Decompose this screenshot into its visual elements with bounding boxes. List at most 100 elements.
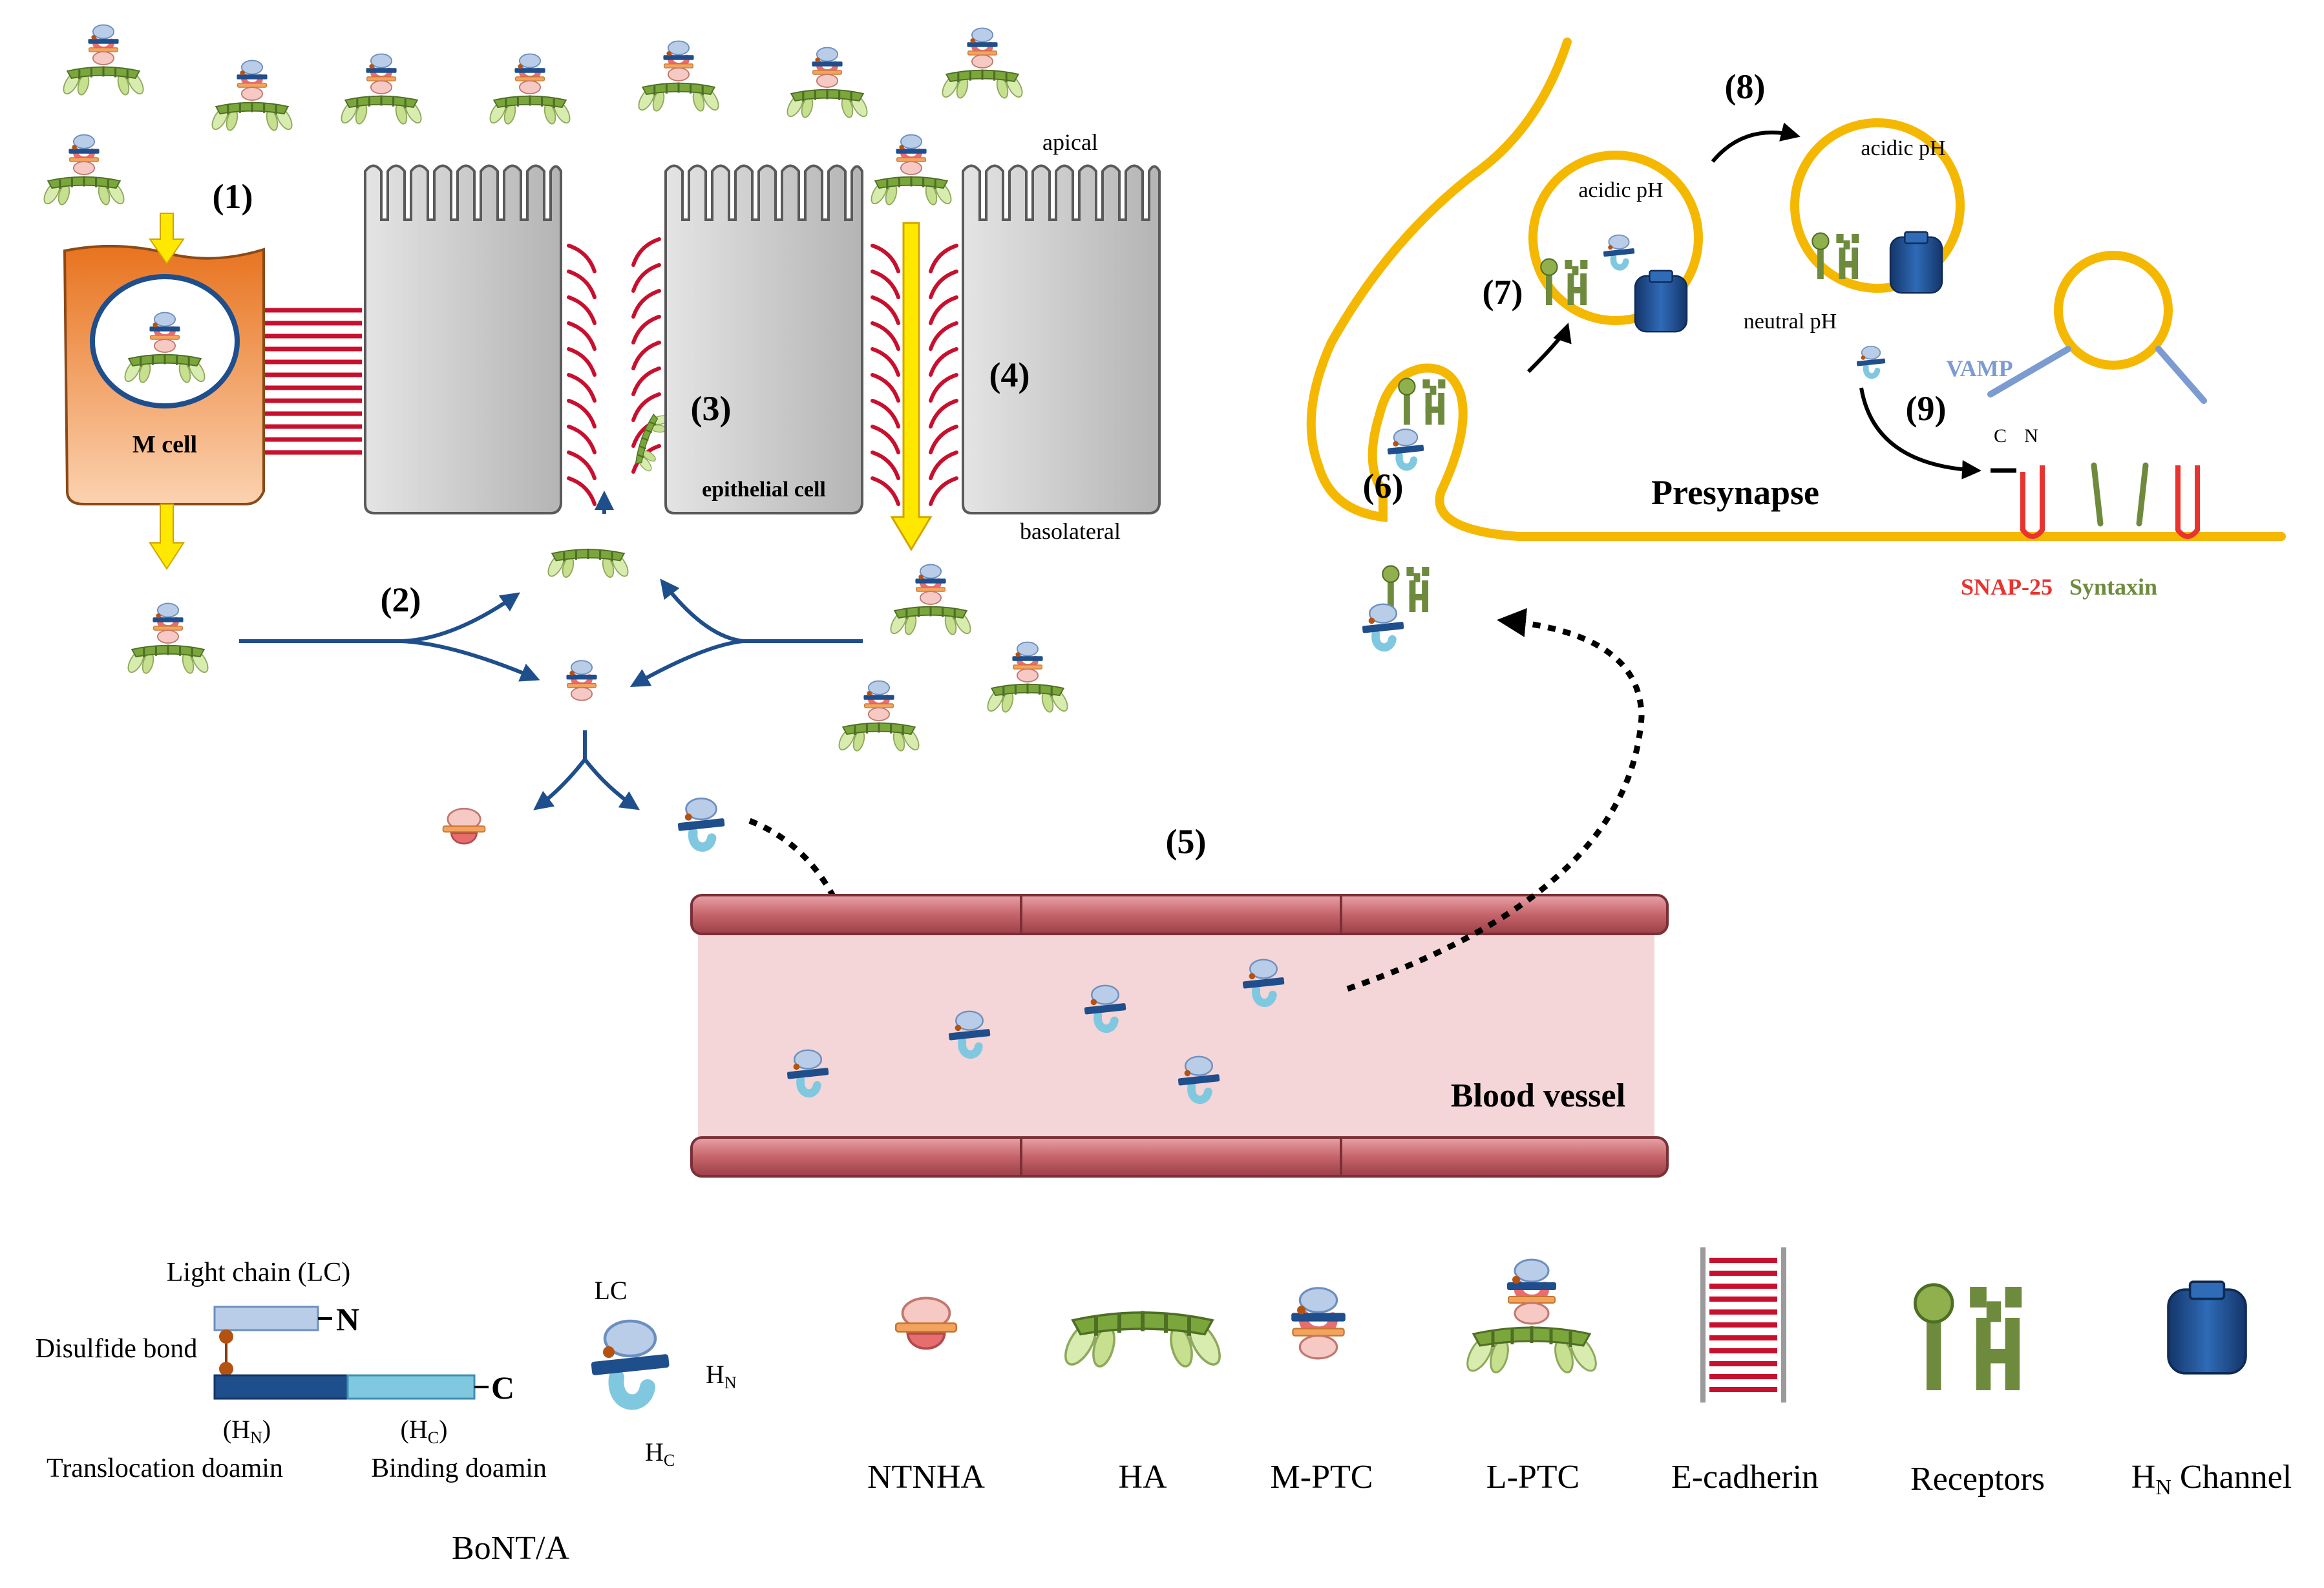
syntaxin-label: Syntaxin <box>2069 574 2157 600</box>
vamp-protein <box>1987 346 2207 404</box>
l-ptc-complex <box>487 54 573 125</box>
hc-domain-abbrev: (HC) <box>401 1415 448 1447</box>
gut-epithelium: M cell epithelial cell apical basolatera… <box>41 25 1161 570</box>
vamp-label: VAMP <box>1946 355 2012 381</box>
ha-free <box>544 547 632 580</box>
step-4-label: (4) <box>989 355 1030 394</box>
l-ptc-complex <box>869 135 955 206</box>
l-ptc-complex <box>985 642 1071 714</box>
e-cadherin-legend-label: E-cadherin <box>1671 1459 1819 1496</box>
dotted-transit-arrow <box>1346 608 1645 992</box>
step-arrow <box>1859 387 1981 480</box>
m-ptc-legend-label: M-PTC <box>1271 1459 1373 1496</box>
pathway-arrow <box>239 592 520 643</box>
dissociation-pathway: (2) <box>125 491 1071 975</box>
e-cadherin-junction <box>265 308 362 455</box>
dotted-transit-arrow <box>748 818 869 975</box>
apical-label: apical <box>1042 129 1098 155</box>
c-terminus-marker: C <box>491 1370 514 1406</box>
e-cadherin-curls <box>871 244 958 506</box>
neutral-ph-label: neutral pH <box>1744 310 1837 333</box>
hn-channel-in-endosome <box>1889 231 1943 294</box>
hn-label: HN <box>706 1360 737 1392</box>
vessel-wall-bottom <box>690 1136 1669 1178</box>
basolateral-label: basolateral <box>1020 518 1121 544</box>
l-ptc-complex <box>836 681 922 752</box>
synaptic-vesicle <box>2054 251 2173 370</box>
receptor-legend-icon <box>1915 1285 2022 1390</box>
ntnha-free <box>442 807 486 845</box>
l-ptc-legend-label: L-PTC <box>1486 1459 1579 1496</box>
bont-domain-structure: Light chain (LC) N Disulfide bond C (HN)… <box>36 1258 737 1567</box>
step-9-label: (9) <box>1906 389 1947 428</box>
l-ptc-complex <box>209 61 295 132</box>
l-ptc-complex <box>61 25 147 96</box>
l-ptc-complex <box>125 604 211 675</box>
step-5-label: (5) <box>1166 822 1207 861</box>
ha-legend-icon <box>1059 1311 1225 1369</box>
receptor-bound-toxin <box>1398 377 1446 426</box>
pathway-arrow <box>629 639 744 687</box>
binding-domain-label: Binding doamin <box>371 1454 547 1483</box>
l-ptc-complex <box>41 135 127 206</box>
step-7-label: (7) <box>1483 273 1523 312</box>
translocation-domain-label: Translocation doamin <box>47 1454 283 1483</box>
m-ptc-legend-icon <box>1291 1288 1346 1359</box>
presynaptic-terminal: (6) (7) (8) (9) acidic pH acidic pH neut… <box>1306 37 2286 648</box>
paracellular-arrow-icon <box>890 222 933 551</box>
pathway-arrow <box>400 639 540 682</box>
l-ptc-complex <box>339 54 425 125</box>
hc-label: HC <box>645 1437 675 1470</box>
ntnha-legend-icon <box>894 1297 958 1350</box>
step-arrow <box>1526 323 1572 374</box>
receptors-legend-label: Receptors <box>1910 1461 2045 1498</box>
hn-domain-abbrev: (HN) <box>223 1415 271 1447</box>
step-6-label: (6) <box>1363 467 1404 505</box>
acidic-ph-label: acidic pH <box>1578 178 1663 202</box>
presynaptic-membrane <box>1306 37 2286 541</box>
blood-vessel: Blood vessel (5) <box>690 608 1669 1178</box>
pathway-arrow <box>660 578 863 643</box>
pathway-arrow <box>583 758 640 810</box>
hn-channel-in-endosome <box>1634 270 1688 333</box>
syntaxin-protein <box>2091 462 2149 527</box>
bont-title: BoNT/A <box>452 1530 569 1567</box>
presynapse-label: Presynapse <box>1651 473 1819 512</box>
n-terminus-marker: N <box>336 1301 359 1337</box>
e-cadherin-legend-icon <box>1700 1247 1786 1403</box>
snap25-protein <box>2020 465 2200 539</box>
vessel-wall-top <box>690 894 1669 935</box>
light-chain-released <box>1857 346 1886 376</box>
epithelial-cell <box>962 164 1161 514</box>
epithelial-cell <box>664 164 863 514</box>
hn-channel-legend-label: HN Channel <box>2131 1459 2292 1499</box>
c-terminus-label: C <box>1994 425 2007 447</box>
disulfide-bond-label: Disulfide bond <box>36 1334 198 1364</box>
ntnha-legend-label: NTNHA <box>867 1459 985 1496</box>
translocation-domain-bar <box>213 1374 349 1400</box>
bont-free <box>678 798 725 847</box>
vessel-lumen <box>698 931 1654 1138</box>
lc-label: LC <box>594 1276 627 1305</box>
bont-bound <box>1388 429 1424 467</box>
light-chain-bar <box>213 1306 319 1331</box>
bont-holotoxin-icon <box>591 1321 670 1402</box>
yellow-arrow-icon <box>149 503 185 570</box>
l-ptc-complex <box>940 28 1026 100</box>
l-ptc-complex <box>785 48 871 119</box>
ha-legend-label: HA <box>1118 1459 1167 1496</box>
n-terminus-label: N <box>2024 425 2038 447</box>
epithelial-cell-label: epithelial cell <box>702 478 826 502</box>
acidic-ph-label: acidic pH <box>1861 136 1945 160</box>
step-8-label: (8) <box>1725 67 1766 106</box>
step-arrow <box>1711 122 1801 163</box>
bont-receptor-bound <box>1362 604 1404 648</box>
binding-domain-bar <box>346 1374 476 1400</box>
step-2-label: (2) <box>381 580 421 619</box>
hn-channel-legend-icon <box>2167 1280 2247 1375</box>
step-3-label: (3) <box>691 389 732 428</box>
m-ptc-complex <box>566 661 597 700</box>
yellow-arrow-icon <box>149 213 185 265</box>
snap25-label: SNAP-25 <box>1961 574 2053 600</box>
